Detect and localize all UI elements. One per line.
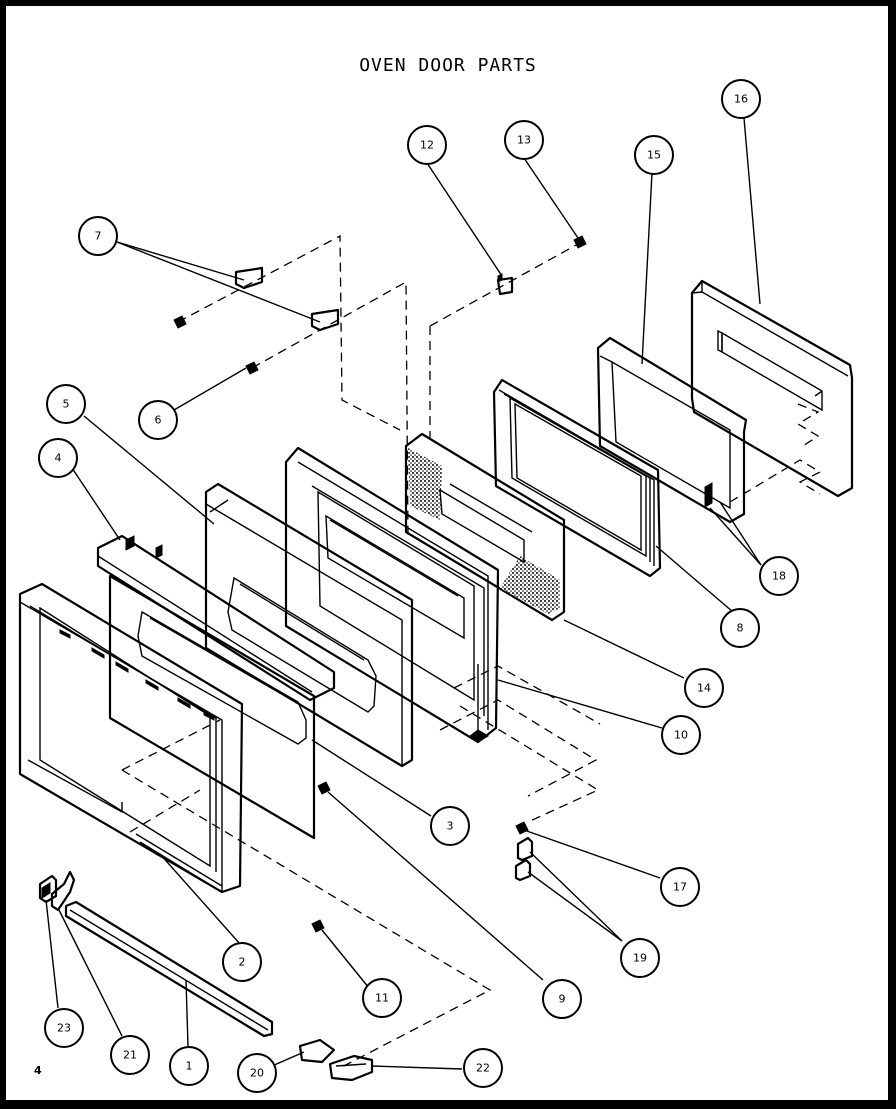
part-1-bottom-trim	[64, 900, 274, 1038]
part-22-clip	[328, 1054, 374, 1082]
callout-8: 8	[720, 608, 760, 648]
part-6-screws	[173, 315, 259, 375]
callout-18-label: 18	[772, 570, 786, 583]
callout-23: 23	[44, 1008, 84, 1048]
callout-15-label: 15	[647, 149, 661, 162]
callout-22-label: 22	[476, 1062, 490, 1075]
part-21-bracket	[50, 870, 76, 912]
callout-19: 19	[620, 938, 660, 978]
callout-2-label: 2	[239, 956, 246, 969]
callout-10: 10	[661, 715, 701, 755]
callout-11-label: 11	[375, 992, 389, 1005]
diagram-title: OVEN DOOR PARTS	[359, 55, 537, 76]
part-8-glass-pack	[492, 378, 662, 578]
callout-21: 21	[110, 1035, 150, 1075]
callout-20: 20	[237, 1053, 277, 1093]
callout-16: 16	[721, 79, 761, 119]
callout-13: 13	[504, 120, 544, 160]
part-23-clip	[38, 874, 58, 904]
diagram-sheet	[4, 4, 890, 1102]
callout-8-label: 8	[737, 622, 744, 635]
part-7-hinge-brackets	[234, 266, 340, 332]
callout-5-label: 5	[63, 398, 70, 411]
part-13-screw	[573, 235, 587, 249]
callout-5: 5	[46, 384, 86, 424]
part-14-insulation-panel	[404, 432, 566, 622]
callout-2: 2	[222, 942, 262, 982]
callout-14-label: 14	[697, 682, 711, 695]
callout-17: 17	[660, 867, 700, 907]
part-12-hinge-plate	[496, 273, 514, 296]
part-17-screw	[515, 821, 529, 835]
callout-13-label: 13	[517, 134, 531, 147]
callout-19-label: 19	[633, 952, 647, 965]
part-9-screw	[317, 781, 331, 795]
callout-6-label: 6	[155, 414, 162, 427]
callout-23-label: 23	[57, 1022, 71, 1035]
callout-15: 15	[634, 135, 674, 175]
callout-17-label: 17	[673, 881, 687, 894]
callout-12-label: 12	[420, 139, 434, 152]
callout-6: 6	[138, 400, 178, 440]
callout-7: 7	[78, 216, 118, 256]
callout-21-label: 21	[123, 1049, 137, 1062]
callout-9: 9	[542, 979, 582, 1019]
callout-4-label: 4	[55, 452, 62, 465]
part-11-screw	[311, 919, 325, 933]
leader-lines	[45, 117, 762, 1070]
callout-18: 18	[759, 556, 799, 596]
part-15-window-frame	[596, 336, 748, 524]
assembly-lines	[121, 234, 822, 1069]
callout-3-label: 3	[447, 820, 454, 833]
callout-3: 3	[430, 806, 470, 846]
callout-22: 22	[463, 1048, 503, 1088]
part-5-inner-panel	[204, 482, 414, 768]
part-3-glass	[108, 574, 316, 840]
callout-10-label: 10	[674, 729, 688, 742]
callout-11: 11	[362, 978, 402, 1018]
callout-4: 4	[38, 438, 78, 478]
callout-14: 14	[684, 668, 724, 708]
callout-20-label: 20	[250, 1067, 264, 1080]
callout-12: 12	[407, 125, 447, 165]
part-19-hinge-blocks	[514, 836, 534, 882]
part-4-top-channel	[96, 534, 336, 702]
part-10-inner-door	[284, 446, 500, 744]
part-16-door-liner	[690, 279, 854, 498]
callout-1: 1	[169, 1046, 209, 1086]
callout-7-label: 7	[95, 230, 102, 243]
part-20-clip	[298, 1038, 336, 1064]
part-2-outer-frame	[18, 582, 244, 894]
page-number: 4	[34, 1064, 42, 1077]
callout-16-label: 16	[734, 93, 748, 106]
callout-1-label: 1	[186, 1060, 193, 1073]
callout-9-label: 9	[559, 993, 566, 1006]
